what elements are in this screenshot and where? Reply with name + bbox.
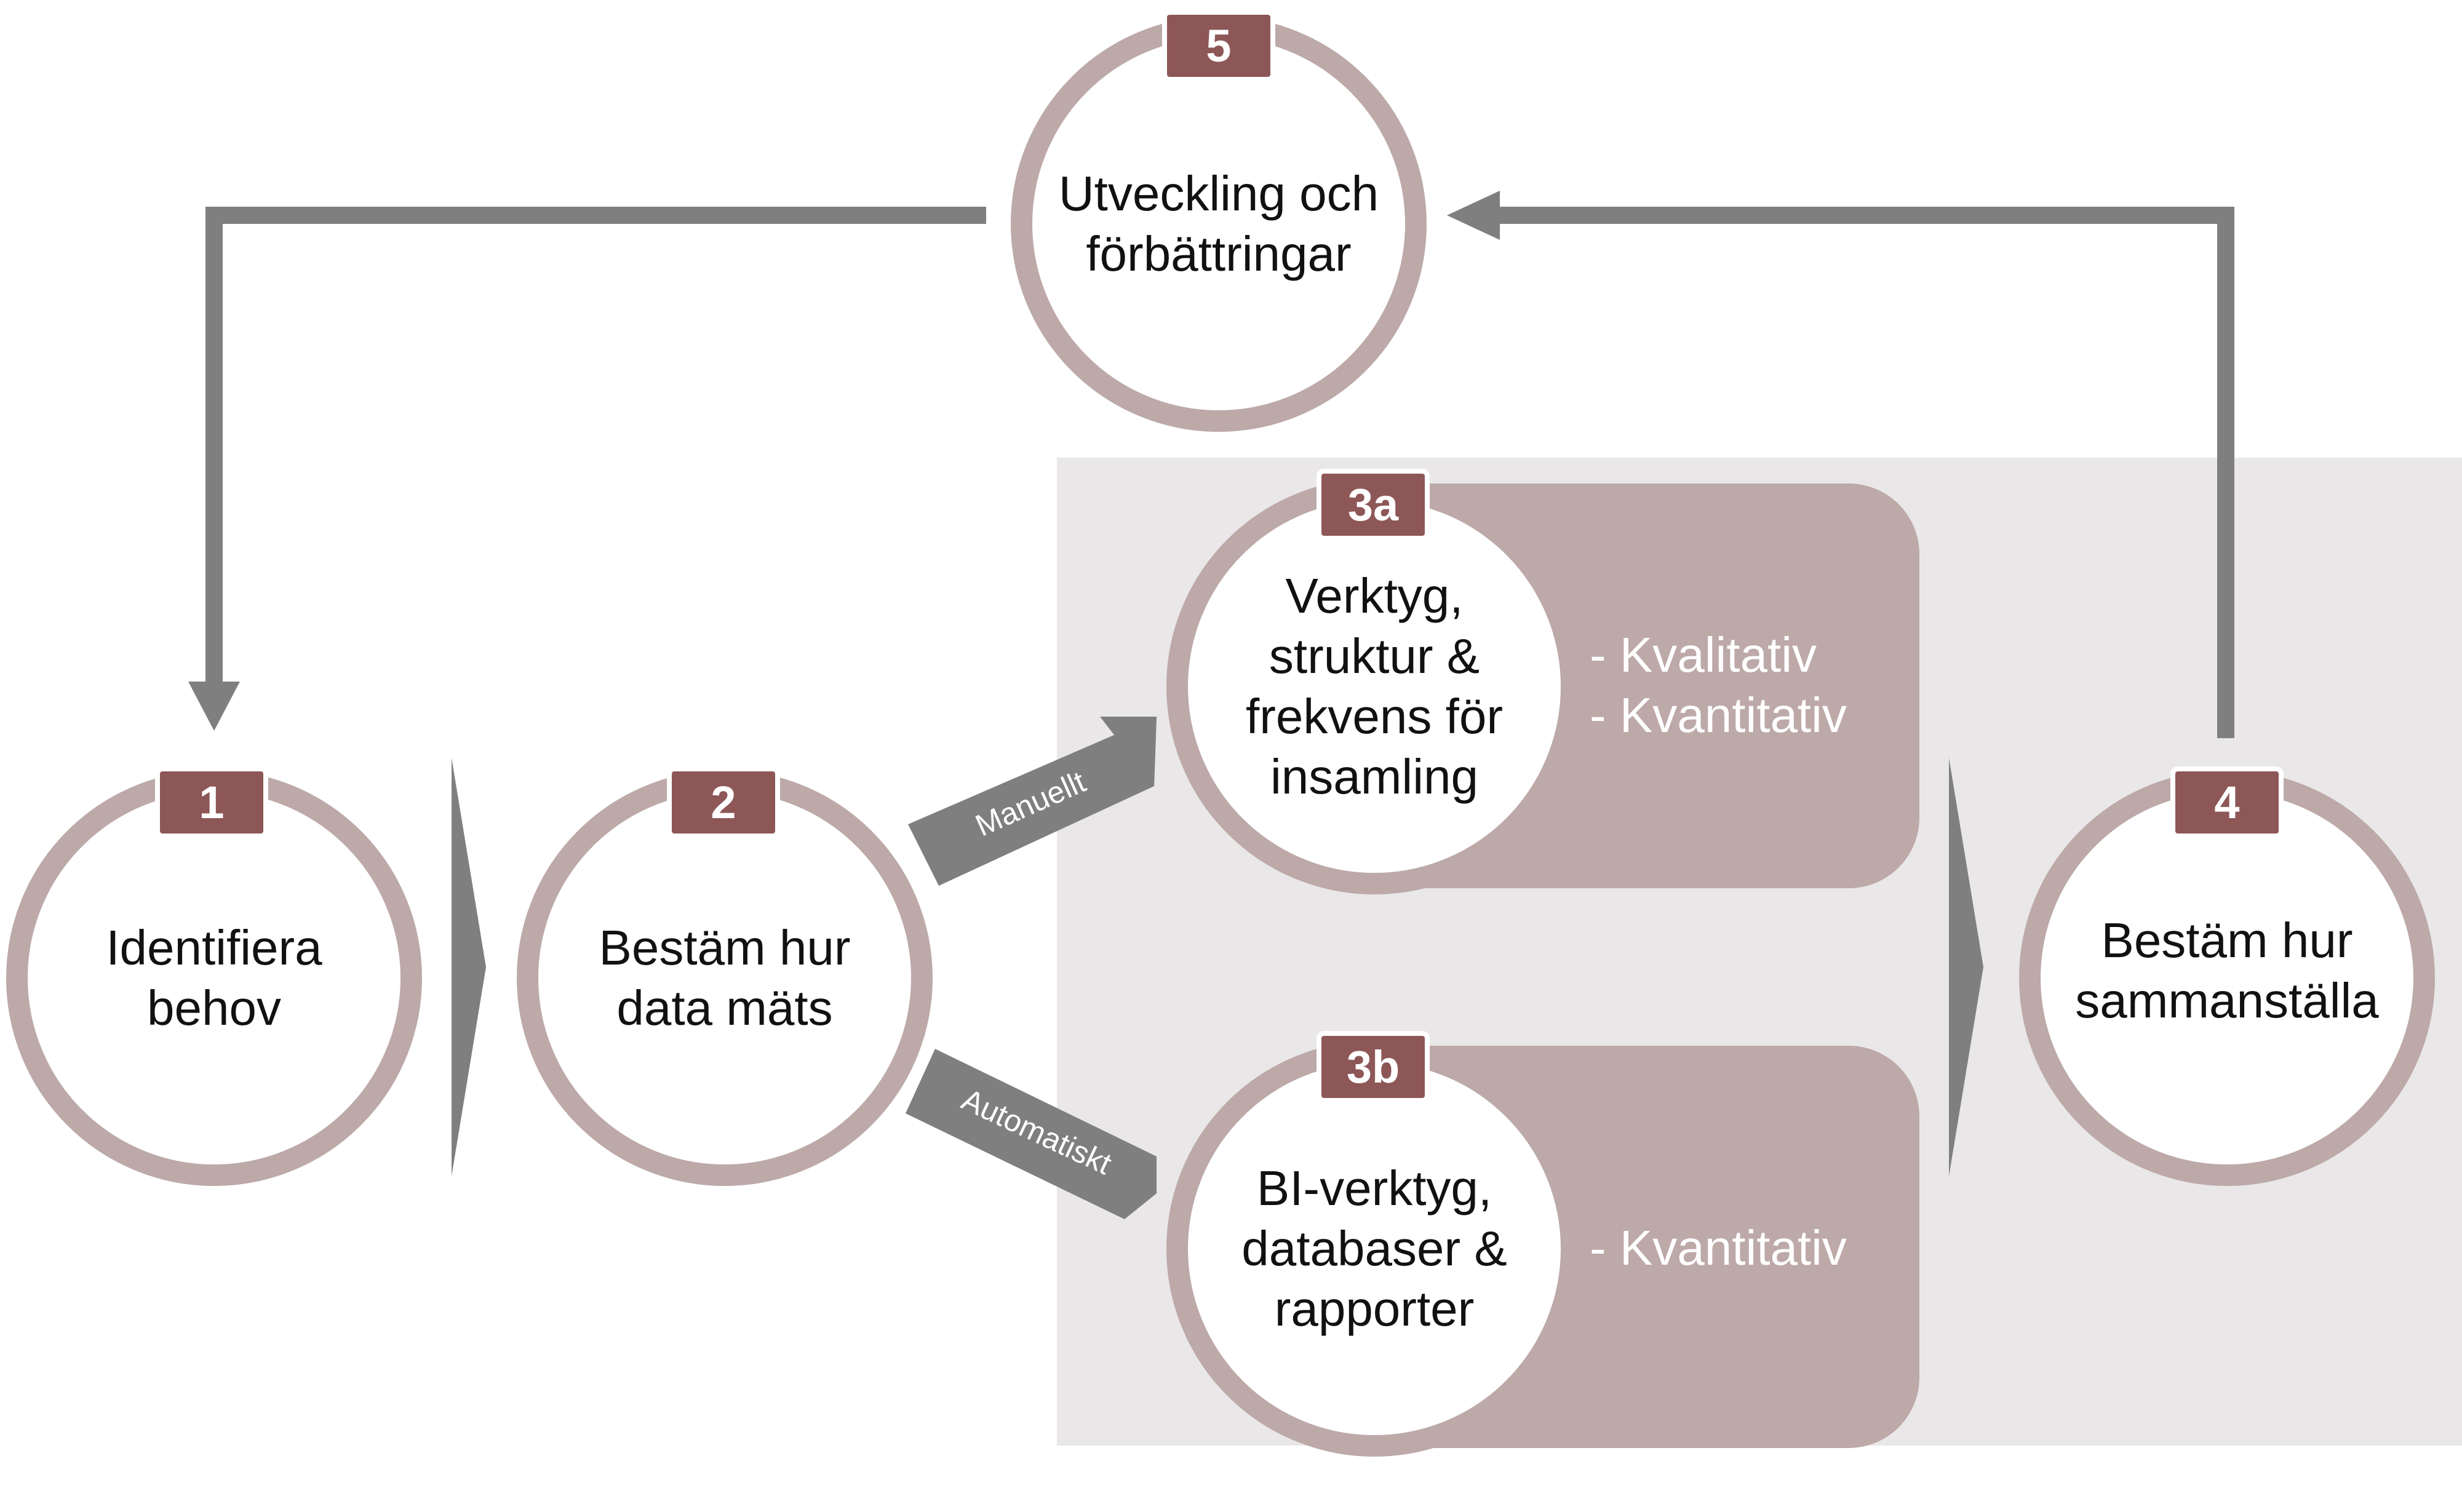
step-3b-attribute: - Kvantitativ (1590, 1220, 1847, 1275)
step-3a-attribute: - Kvantitativ (1590, 688, 1847, 742)
step-3b-badge: 3b (1317, 1031, 1430, 1103)
step-1-circle (6, 770, 422, 1186)
arrowhead-to-1 (188, 682, 240, 731)
chevron-1-to-2 (452, 758, 486, 1176)
step-3a-badge: 3a (1317, 469, 1430, 541)
step-1-label: Identifiera behov (106, 920, 322, 1035)
step-3a-attributes: - Kvalitativ - Kvantitativ (1590, 625, 1847, 746)
step-5-badge: 5 (1162, 10, 1275, 82)
step-2-label: Bestäm hur data mäts (599, 920, 851, 1035)
arrow-5-to-1 (205, 207, 986, 688)
step-3b-label: BI-verktyg, databaser & rapporter (1241, 1161, 1507, 1336)
step-5-label: Utveckling och förbättringar (1058, 166, 1379, 281)
step-4-circle (2019, 770, 2435, 1186)
automatic-connector: Automatiskt (906, 1049, 1157, 1219)
step-3b-attributes: - Kvantitativ (1590, 1218, 1847, 1278)
manual-connector: Manuellt (908, 717, 1157, 886)
chevron-3-to-4 (1949, 758, 1983, 1176)
step-4-label: Bestäm hur sammanställa (2075, 913, 2379, 1028)
step-4-badge: 4 (2170, 766, 2284, 838)
step-3a-label: Verktyg, struktur & frekvens för insamli… (1246, 568, 1503, 804)
arrowhead-to-5 (1447, 191, 1500, 240)
arrow-4-to-5 (1489, 207, 2234, 738)
step-3a-attribute: - Kvalitativ (1590, 627, 1817, 682)
step-2-badge: 2 (667, 766, 780, 838)
step-1-badge: 1 (155, 766, 268, 838)
